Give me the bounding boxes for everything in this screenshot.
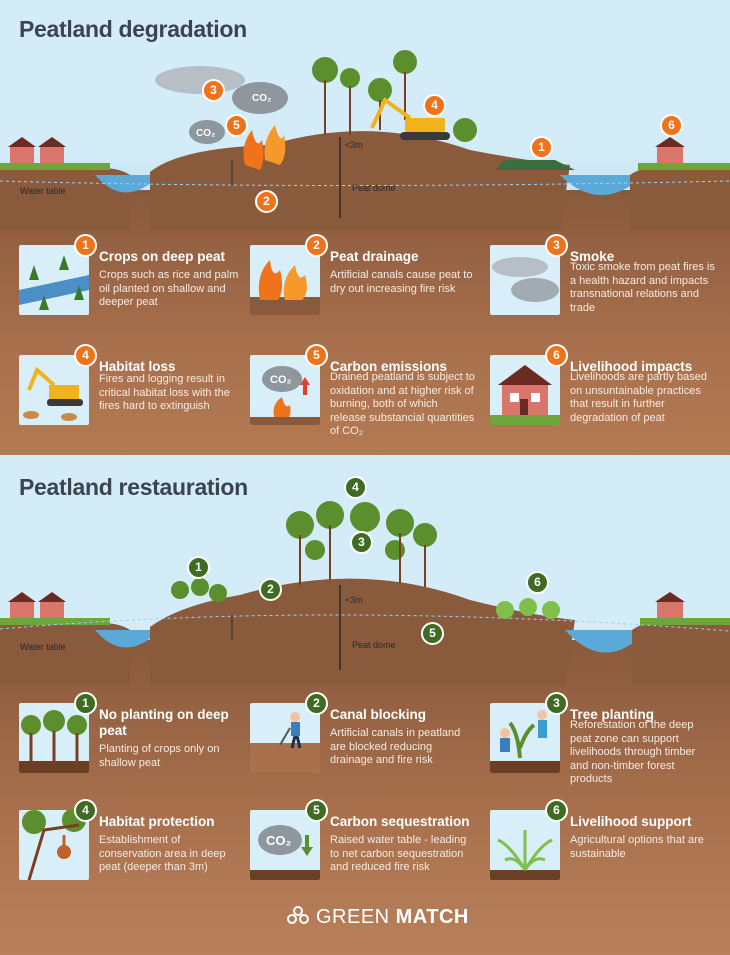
- card-badge: 2: [305, 692, 328, 715]
- card-text: Livelihoods are partly based on unsuntai…: [570, 371, 707, 424]
- card-badge: 1: [74, 692, 97, 715]
- card-text: Drained peatland is subject to oxidation…: [330, 371, 475, 437]
- card-text: Fires and logging result in critical hab…: [99, 373, 230, 412]
- house-icon: [490, 355, 560, 425]
- card-tree-planting: 3 Tree planting Reforestation of the dee…: [490, 692, 710, 793]
- card-title: Livelihood support: [570, 814, 692, 829]
- scene-badge: 5: [225, 114, 248, 137]
- scene-badge: 5: [421, 622, 444, 645]
- card-title: Smoke: [570, 249, 615, 264]
- card-habitat-protection: 4 Habitat protection Establishment of co…: [19, 799, 239, 900]
- card-badge: 3: [545, 692, 568, 715]
- card-title: Carbon emissions: [330, 359, 448, 374]
- card-carbon-sequestration: CO₂ 5 Carbon sequestration Raised water …: [250, 799, 470, 900]
- card-no-planting: 1 No planting on deep peat Planting of c…: [19, 692, 239, 793]
- leaf-logo-icon: [287, 906, 309, 924]
- co2-label: CO₂: [196, 128, 216, 139]
- water-table-label: Water table: [20, 186, 66, 196]
- card-title: Tree planting: [570, 707, 655, 722]
- restauration-scene: [0, 501, 730, 685]
- scene-badge: 4: [344, 476, 367, 499]
- depth-label: <3m: [345, 595, 363, 605]
- card-canal-blocking: 2 Canal blocking Artificial canals in pe…: [250, 692, 470, 793]
- depth-label: <3m: [345, 140, 363, 150]
- card-peat-drainage: 2 Peat drainage Artificial canals cause …: [250, 234, 472, 335]
- palm-tree-icon: [19, 703, 89, 773]
- card-title: Habitat protection: [99, 814, 215, 829]
- house-icon: [8, 137, 66, 163]
- card-text: Agricultural options that are sustainabl…: [570, 834, 704, 860]
- card-badge: 1: [74, 234, 97, 257]
- smoke-icon: [490, 245, 560, 315]
- orangutan-icon: [19, 810, 89, 880]
- card-text: Crops such as rice and palm oil planted …: [99, 269, 239, 308]
- card-badge: 2: [305, 234, 328, 257]
- scene-badge: 2: [255, 190, 278, 213]
- logo-text-match: MATCH: [395, 905, 469, 928]
- card-carbon-emissions: CO₂ 5 Carbon emissions Drained peatland …: [250, 344, 475, 445]
- card-badge: 4: [74, 344, 97, 367]
- card-text: Reforestation of the deep peat zone can …: [570, 719, 696, 785]
- svg-text:CO₂: CO₂: [270, 374, 292, 386]
- card-title: Habitat loss: [99, 359, 176, 374]
- degradation-soil: [0, 190, 730, 455]
- card-badge: 3: [545, 234, 568, 257]
- card-livelihood-impacts: 6 Livelihood impacts Livelihoods are par…: [490, 344, 710, 445]
- crops-icon: [19, 245, 89, 315]
- card-badge: 6: [545, 344, 568, 367]
- scene-badge: 1: [530, 136, 553, 159]
- page-title-restauration: Peatland restauration: [19, 474, 248, 500]
- water-table-label: Water table: [20, 642, 66, 652]
- scene-badge: 2: [259, 578, 282, 601]
- card-title: No planting on deep peat: [99, 707, 229, 738]
- card-badge: 6: [545, 799, 568, 822]
- logo-text-green: GREEN: [316, 905, 390, 928]
- scene-badge: 4: [423, 94, 446, 117]
- scene-badge: 6: [526, 571, 549, 594]
- co2-emission-icon: CO₂: [250, 355, 320, 425]
- card-text: Artificial canals in peatland are blocke…: [330, 727, 461, 766]
- card-title: Peat drainage: [330, 249, 419, 264]
- planting-icon: [490, 703, 560, 773]
- svg-text:CO₂: CO₂: [266, 833, 292, 848]
- plant-icon: [490, 810, 560, 880]
- card-text: Toxic smoke from peat fires is a health …: [570, 261, 715, 314]
- card-text: Establishment of conservation area in de…: [99, 834, 226, 873]
- peat-dome-label: Peat dome: [352, 640, 396, 650]
- card-badge: 5: [305, 799, 328, 822]
- scene-badge: 1: [187, 556, 210, 579]
- page-title-degradation: Peatland degradation: [19, 16, 247, 42]
- co2-sequestration-icon: CO₂: [250, 810, 320, 880]
- scene-badge: 3: [350, 531, 373, 554]
- excavator-icon: [19, 355, 89, 425]
- card-title: Carbon sequestration: [330, 814, 470, 829]
- card-habitat-loss: 4 Habitat loss Fires and logging result …: [19, 344, 239, 445]
- card-title: Canal blocking: [330, 707, 427, 722]
- card-livelihood-support: 6 Livelihood support Agricultural option…: [490, 799, 710, 900]
- fire-icon: [250, 245, 320, 315]
- card-crops-on-deep-peat: 1 Crops on deep peat Crops such as rice …: [19, 234, 239, 335]
- restauration-soil: [0, 640, 730, 955]
- card-badge: 4: [74, 799, 97, 822]
- co2-label: CO₂: [252, 93, 272, 104]
- card-smoke: 3 Smoke Toxic smoke from peat fires is a…: [490, 234, 715, 335]
- card-title: Crops on deep peat: [99, 249, 226, 264]
- card-title: Livelihood impacts: [570, 359, 693, 374]
- scene-badge: 6: [660, 114, 683, 137]
- card-text: Planting of crops only on shallow peat: [99, 743, 220, 769]
- peat-dome-label: Peat dome: [352, 183, 396, 193]
- scene-badge: 3: [202, 79, 225, 102]
- card-text: Raised water table - leading to net carb…: [330, 834, 467, 873]
- card-badge: 5: [305, 344, 328, 367]
- worker-icon: [250, 703, 320, 773]
- card-text: Artificial canals cause peat to dry out …: [330, 269, 473, 295]
